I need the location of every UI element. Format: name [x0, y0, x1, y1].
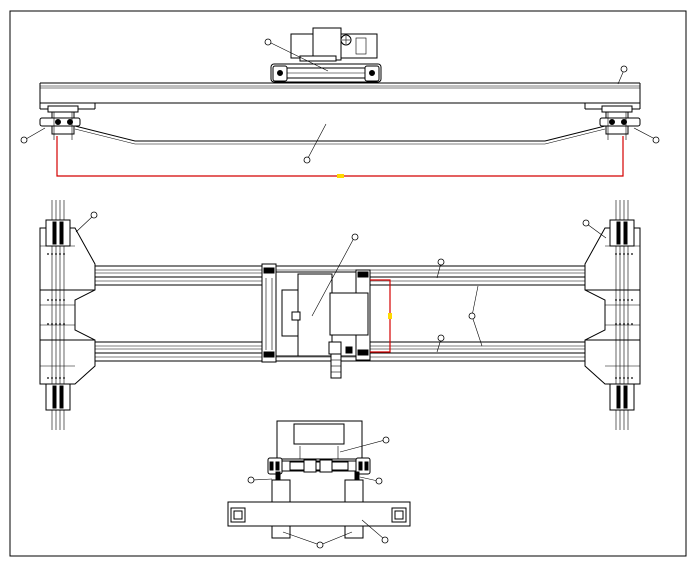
front-elevation-view: [25, 27, 656, 178]
drawing-frame: [9, 10, 687, 557]
front-endtruck-left: [39, 105, 81, 140]
front-conductor-line: [56, 136, 624, 177]
side-wheelset: [267, 457, 371, 475]
balloon: [437, 258, 445, 266]
plan-endtruck-right: [584, 200, 641, 430]
balloon: [351, 233, 359, 241]
balloon: [20, 136, 28, 144]
conductor-marker: [337, 174, 344, 178]
balloon: [303, 156, 311, 164]
balloon: [381, 536, 389, 544]
part-balloons: [20, 38, 660, 549]
side-view: [227, 420, 411, 546]
balloon: [247, 476, 255, 484]
plan-endtruck-left: [39, 200, 96, 430]
balloon: [437, 334, 445, 342]
balloon: [90, 211, 98, 219]
front-main-girder: [39, 82, 641, 145]
balloon: [582, 219, 590, 227]
balloon: [620, 65, 628, 73]
plan-view: [39, 200, 641, 430]
balloon: [264, 38, 272, 46]
balloon: [468, 312, 476, 320]
front-endtruck-right: [599, 105, 641, 140]
balloon: [382, 436, 390, 444]
balloon: [652, 136, 660, 144]
plan-trolley: [261, 263, 392, 379]
balloon: [375, 477, 383, 485]
front-trolley: [270, 27, 382, 83]
balloon: [316, 541, 324, 549]
